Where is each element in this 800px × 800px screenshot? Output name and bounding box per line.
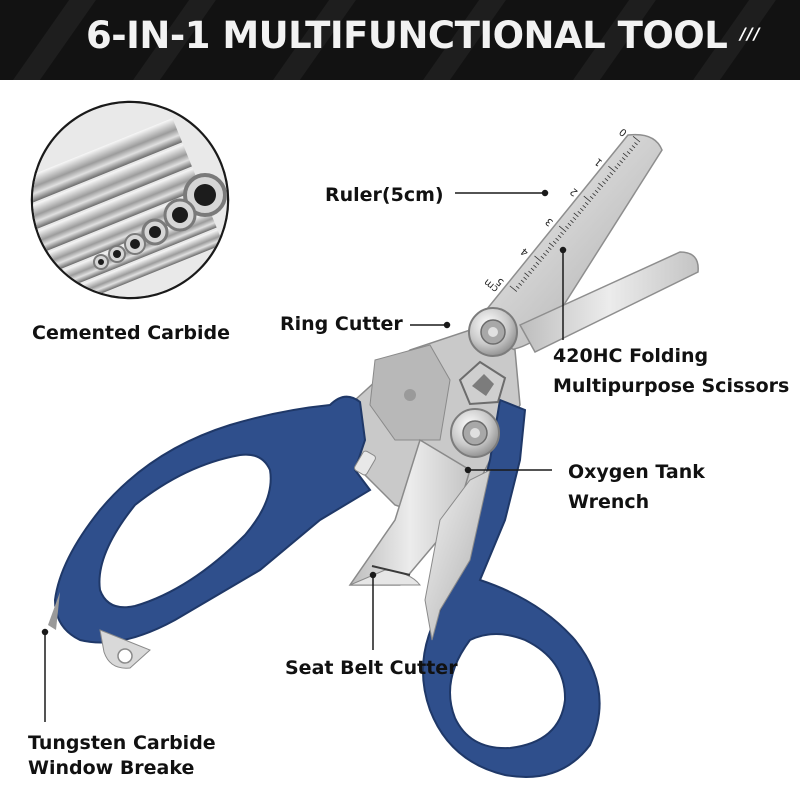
carbide-tubes-photo: [30, 100, 230, 300]
ruler-tick: [614, 166, 619, 170]
ruler-tick: [560, 231, 564, 236]
ruler-label: Ruler(5cm): [325, 184, 444, 206]
ruler-tick: [598, 182, 604, 188]
ruler-tick: [602, 181, 606, 185]
ruler-tick: [552, 240, 557, 245]
ruler-tick: [632, 135, 641, 143]
ruler-tick: [535, 261, 540, 265]
ruler-tick: [589, 195, 594, 200]
ruler-tick: [520, 279, 525, 283]
scissors-label-line1: 420HC Folding: [553, 345, 709, 367]
ruler-tick: [604, 178, 609, 182]
left-handle: [48, 395, 376, 669]
scissor-blade: [518, 251, 699, 353]
ruler-tick: [547, 246, 552, 251]
seat-belt-cutter-blade: [348, 438, 471, 586]
ruler-tick: [557, 234, 562, 239]
ruler-tick: [634, 142, 638, 146]
ruler-tick: [548, 242, 555, 248]
ruler-number: 1: [593, 155, 605, 168]
scissors-label-line2: Multipurpose Scissors: [553, 375, 790, 397]
ruler-number: cm: [482, 276, 501, 294]
ruler-tick: [570, 219, 574, 224]
ruler-tick: [622, 152, 628, 158]
ruler-tick: [558, 225, 567, 233]
ruler-tick: [629, 148, 633, 152]
ruler-tick: [616, 163, 621, 167]
ruler-tick: [555, 237, 559, 242]
ruler-tick: [567, 222, 572, 227]
ruler-tick: [533, 264, 537, 268]
oxygen-wrench-label-line1: Oxygen Tank: [568, 461, 705, 483]
ruler-tick: [621, 157, 626, 161]
title-mark: ///: [740, 24, 761, 43]
oxygen-wrench-label-line2: Wrench: [568, 491, 650, 513]
ruler-number: 3: [544, 215, 556, 228]
ruler-tick: [582, 204, 587, 209]
ruler-tick: [572, 216, 577, 221]
ruler-tick: [607, 175, 611, 179]
ruler-tick: [592, 193, 596, 197]
window-breaker-label-line1: Tungsten Carbide: [28, 732, 216, 754]
ruler-tick: [631, 145, 636, 149]
lower-pivot-bolt-icon: [450, 408, 500, 458]
carbide-label: Cemented Carbide: [32, 322, 230, 344]
ruler-tick: [524, 272, 530, 277]
window-breaker-tip-icon: [48, 592, 60, 630]
ruler-tick: [515, 285, 520, 289]
ruler-number: 5: [494, 275, 506, 288]
ruler-tick: [543, 252, 547, 257]
ruler-number: 4: [519, 245, 531, 258]
seat-belt-cutter-label: Seat Belt Cutter: [285, 657, 458, 679]
title-banner: 6-IN-1 MULTIFUNCTIONAL TOOL ///: [0, 0, 800, 80]
right-handle: [421, 398, 601, 778]
ruler-tick: [565, 225, 569, 230]
ruler-number: 0: [618, 125, 630, 138]
wrench-slot-icon: [458, 360, 507, 406]
ruler-tick: [584, 201, 589, 206]
ruler-number: 2: [568, 185, 580, 198]
ruler-tick: [608, 165, 616, 173]
ruler-tick: [540, 255, 545, 259]
ruler-tick: [523, 276, 527, 280]
ruler-tick: [545, 249, 550, 254]
callout-lines: [41, 189, 567, 722]
ruler-tick: [619, 160, 624, 164]
ruler-tick: [509, 285, 518, 292]
ruler-tick: [534, 255, 542, 262]
ruler-tick: [626, 151, 631, 155]
ruler-tick: [528, 270, 532, 274]
ruler-tick: [579, 207, 584, 212]
ruler-tick: [573, 212, 579, 218]
ruler-tick: [577, 210, 582, 215]
ruler-tick: [518, 282, 522, 286]
window-breaker-label-line2: Window Breake: [28, 757, 195, 779]
pivot-bolt-icon: [468, 307, 518, 357]
ruler-tick: [609, 172, 614, 176]
ruler-tick: [583, 195, 591, 203]
ruler-tick: [594, 190, 599, 194]
page-title: 6-IN-1 MULTIFUNCTIONAL TOOL: [86, 14, 728, 57]
ruler-tick: [530, 267, 535, 271]
ring-cutter-label: Ring Cutter: [280, 313, 403, 335]
ruler-tick: [597, 187, 601, 191]
